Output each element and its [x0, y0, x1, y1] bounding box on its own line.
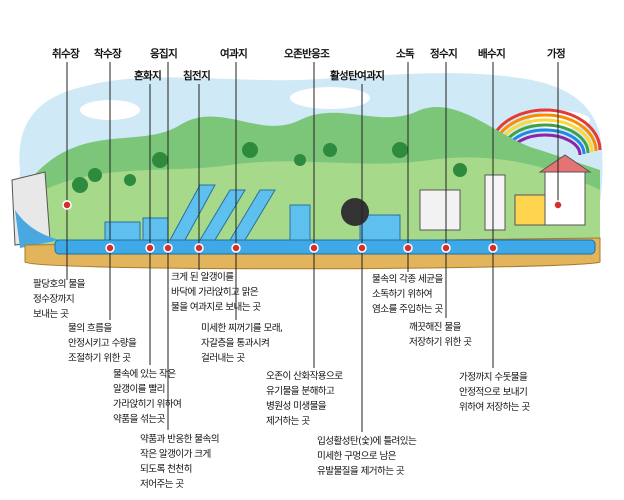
label-distribution-reservoir: 배수지	[478, 48, 506, 60]
desc-receiving-well: 물의 흐름을 안정시키고 수량을 조절하기 위한 곳	[68, 323, 137, 364]
label-ozone-reactor: 오존반응조	[284, 48, 330, 60]
label-disinfection: 소독	[396, 48, 415, 60]
buildings	[419, 154, 592, 231]
desc-clear-well: 깨끗해진 물을 저장하기 위한 곳	[409, 322, 472, 348]
activated-carbon-ball	[341, 198, 369, 226]
label-activated-carbon-filter: 활성탄여과지	[330, 70, 385, 82]
label-receiving-well: 착수장	[94, 48, 122, 60]
label-mixing-basin: 혼화지	[134, 70, 162, 82]
treatment-basins	[104, 184, 401, 241]
desc-flocculation-basin: 약품과 반응한 물속의 작은 알갱이가 크게 되도록 천천히 저어주는 곳	[140, 434, 220, 490]
dam	[11, 171, 60, 248]
desc-ozone-reactor: 오존이 산화작용으로 유기물을 분해하고 병원성 미생물을 제거하는 곳	[266, 371, 343, 427]
desc-filtration-basin: 미세한 찌꺼기를 모래, 자갈층을 통과시켜 걸러내는 곳	[201, 323, 283, 364]
label-sedimentation-basin: 침전지	[183, 70, 211, 82]
label-intake-station: 취수장	[52, 48, 80, 60]
desc-activated-carbon-filter: 입성활성탄(숯)에 틀려있는 미세한 구멍으로 남은 유발물질을 제거하는 곳	[317, 436, 417, 477]
label-flocculation-basin: 응집지	[150, 48, 178, 60]
leader-lines	[66, 62, 559, 432]
desc-distribution-reservoir: 가정까지 수돗물을 안정적으로 보내기 위하여 저장하는 곳	[459, 372, 530, 413]
desc-mixing-basin: 물속에 있는 작은 알갱이를 빨리 가라앉히기 위하여 약품을 섞는곳	[113, 369, 182, 425]
main-pipe	[54, 239, 596, 255]
label-home: 가정	[547, 48, 566, 60]
label-filtration-basin: 여과지	[220, 48, 248, 60]
trees	[72, 142, 467, 193]
desc-disinfection: 물속의 각종 세균을 소독하기 위하여 염소를 주입하는 곳	[372, 274, 443, 315]
station-markers	[62, 200, 563, 253]
desc-intake-station: 팔당호의 물을 정수장까지 보내는 곳	[33, 279, 85, 320]
desc-sedimentation-basin: 크게 된 알갱이를 바닥에 가라앉히고 맑은 물을 여과지로 보내는 곳	[171, 272, 261, 313]
label-clear-well: 정수지	[430, 48, 458, 60]
